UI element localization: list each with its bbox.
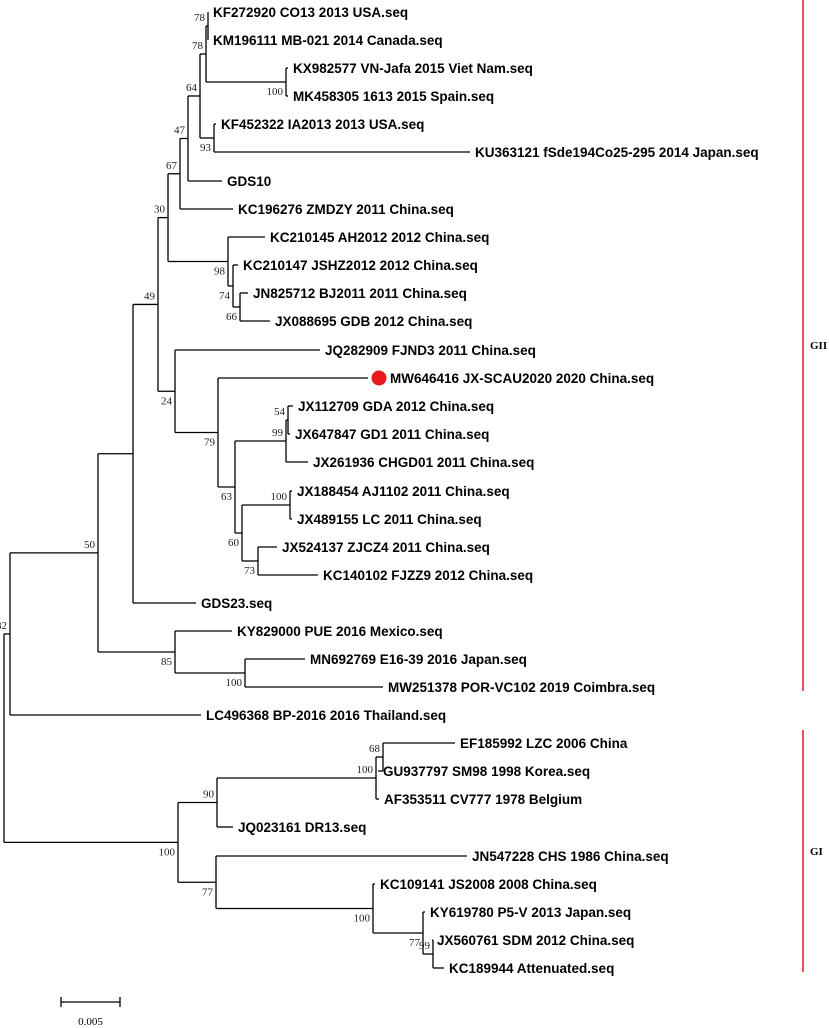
leaf-label: MW251378 POR-VC102 2019 Coimbra.seq (388, 680, 655, 695)
leaf-label: JX647847 GD1 2011 China.seq (295, 427, 489, 442)
leaf-label: JX261936 CHGD01 2011 China.seq (313, 455, 534, 470)
bootstrap-value: 66 (226, 311, 238, 323)
leaf-label: KC109141 JS2008 2008 China.seq (380, 877, 597, 892)
leaf-label: GU937797 SM98 1998 Korea.seq (383, 764, 590, 779)
bootstrap-value: 54 (274, 406, 286, 418)
bootstrap-value: 100 (357, 764, 374, 776)
leaf-label: JX489155 LC 2011 China.seq (297, 512, 482, 527)
leaf-label: KY619780 P5-V 2013 Japan.seq (430, 905, 631, 920)
leaf-label: KC189944 Attenuated.seq (449, 961, 614, 976)
leaf-label: JX188454 AJ1102 2011 China.seq (297, 484, 510, 499)
clade-markers: GII GI (802, 0, 827, 972)
bootstrap-value: 73 (244, 565, 256, 577)
leaf-label: GDS23.seq (201, 596, 272, 611)
leaf-label: JX560761 SDM 2012 China.seq (437, 933, 634, 948)
leaf-label: JQ282909 FJND3 2011 China.seq (325, 343, 536, 358)
scale-bar-label: 0.005 (78, 1016, 103, 1028)
clade-label: GI (810, 846, 823, 858)
bootstrap-value: 100 (226, 677, 243, 689)
leaf-label: KM196111 MB-021 2014 Canada.seq (213, 33, 443, 48)
bootstrap-value: 63 (221, 491, 233, 503)
leaf-label: MK458305 1613 2015 Spain.seq (293, 89, 494, 104)
bootstrap-value: 49 (144, 290, 156, 302)
leaf-label: EF185992 LZC 2006 China (460, 736, 628, 751)
bootstrap-value: 100 (267, 86, 284, 98)
leaf-label: JX524137 ZJCZ4 2011 China.seq (282, 540, 490, 555)
bootstrap-value: 85 (161, 656, 173, 668)
leaf-label: JQ023161 DR13.seq (238, 820, 366, 835)
bootstrap-value: 77 (202, 886, 214, 898)
leaf-label: KF452322 IA2013 2013 USA.seq (221, 117, 424, 132)
leaf-label: JN547228 CHS 1986 China.seq (472, 849, 669, 864)
bootstrap-value: 99 (419, 940, 431, 952)
bootstrap-value: 74 (219, 290, 231, 302)
tree-branches (3, 12, 470, 969)
bootstrap-value: 60 (228, 537, 240, 549)
leaf-label: LC496368 BP-2016 2016 Thailand.seq (206, 708, 446, 723)
leaf-label: KC210147 JSHZ2012 2012 China.seq (243, 258, 478, 273)
bootstrap-value: 100 (271, 491, 288, 503)
leaf-label: JX088695 GDB 2012 China.seq (275, 314, 472, 329)
bootstrap-value: 100 (354, 913, 371, 925)
leaf-label: KC196276 ZMDZY 2011 China.seq (238, 202, 454, 217)
bootstrap-value: 68 (369, 743, 381, 755)
leaf-label: MW646416 JX-SCAU2020 2020 China.seq (390, 371, 654, 386)
bootstrap-value: 93 (200, 142, 212, 154)
bootstrap-value: 64 (186, 82, 198, 94)
leaf-label: KY829000 PUE 2016 Mexico.seq (237, 624, 443, 639)
scale-bar: 0.005 (60, 997, 121, 1028)
leaf-label: MN692769 E16-39 2016 Japan.seq (310, 652, 527, 667)
bootstrap-values: 78 78 100 64 93 47 67 30 98 74 66 49 54 99 100 73 60 63 79… (0, 12, 431, 952)
clade-label: GII (810, 340, 827, 352)
bootstrap-value: 98 (214, 266, 226, 278)
bootstrap-value: 82 (0, 620, 7, 632)
bootstrap-value: 79 (204, 437, 216, 449)
highlight-dot (371, 370, 387, 386)
leaf-label: GDS10 (227, 174, 271, 189)
bootstrap-value: 100 (159, 846, 176, 858)
leaf-label: KU363121 fSde194Co25-295 2014 Japan.seq (475, 145, 759, 160)
bootstrap-value: 78 (194, 12, 206, 24)
leaf-label: JX112709 GDA 2012 China.seq (298, 399, 494, 414)
bootstrap-value: 99 (272, 427, 284, 439)
leaf-label: AF353511 CV777 1978 Belgium (384, 792, 582, 807)
leaf-label: KC140102 FJZZ9 2012 China.seq (323, 568, 533, 583)
bootstrap-value: 77 (409, 937, 421, 949)
leaf-label: KX982577 VN-Jafa 2015 Viet Nam.seq (293, 61, 533, 76)
bootstrap-value: 67 (166, 160, 178, 172)
leaf-label: KC210145 AH2012 2012 China.seq (270, 230, 489, 245)
leaf-label: JN825712 BJ2011 2011 China.seq (253, 286, 467, 301)
bootstrap-value: 90 (203, 789, 215, 801)
leaf-label: KF272920 CO13 2013 USA.seq (213, 5, 408, 20)
bootstrap-value: 47 (174, 125, 186, 137)
bootstrap-value: 24 (161, 395, 173, 407)
bootstrap-value: 78 (192, 40, 204, 52)
bootstrap-value: 50 (84, 539, 96, 551)
bootstrap-value: 30 (154, 204, 166, 216)
